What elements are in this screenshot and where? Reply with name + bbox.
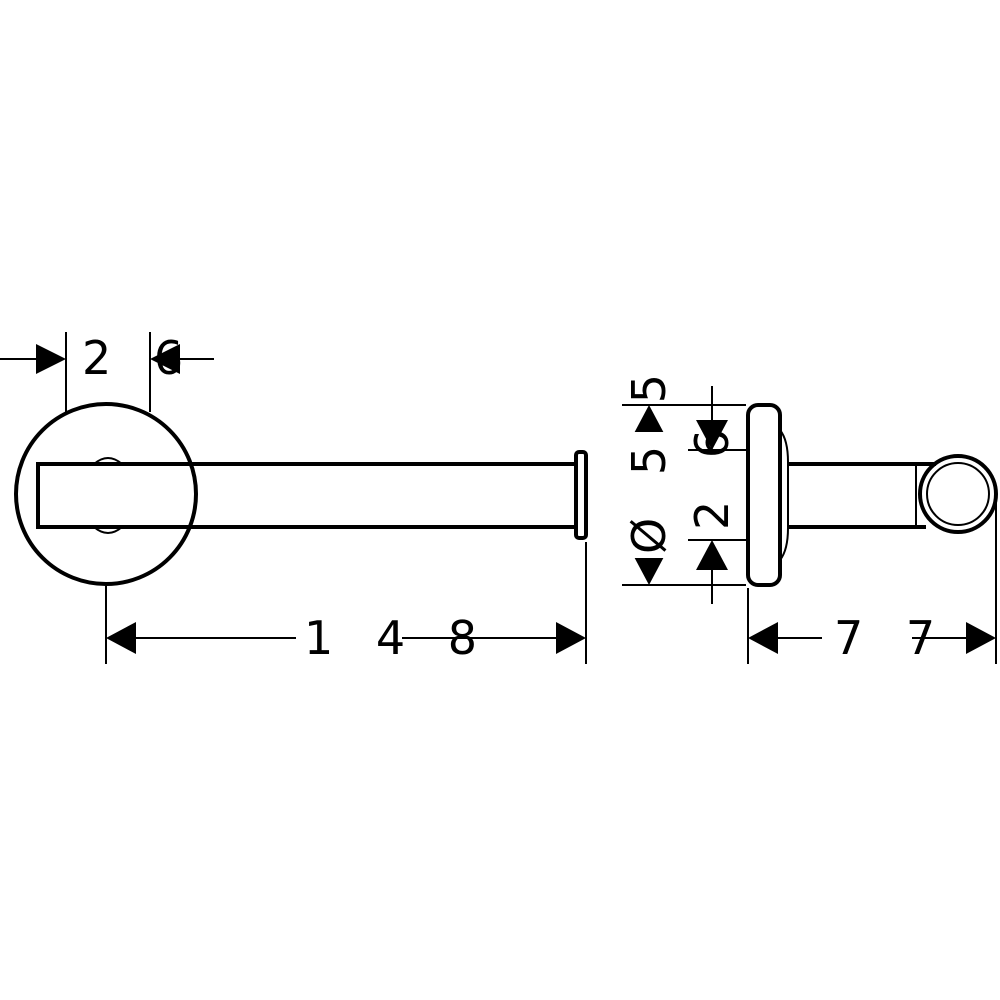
- front-end-cap: [574, 450, 588, 540]
- arrow-right: [556, 622, 586, 654]
- arrow-down: [696, 420, 728, 450]
- arrow-up: [696, 540, 728, 570]
- dimension-front-length: 1 4 8: [105, 542, 587, 665]
- flange-taper-top: [779, 429, 789, 463]
- dimension-label: 2 6: [685, 415, 739, 530]
- label-bg: [627, 432, 671, 558]
- arrow-up: [632, 405, 666, 437]
- arrow-right: [36, 344, 66, 374]
- dimension-side-diameter: Ø 5 5: [622, 360, 746, 586]
- side-end-ring-inner: [926, 462, 990, 526]
- dimension-label: 2 6: [82, 331, 197, 385]
- dimension-label: Ø 5 5: [622, 360, 676, 554]
- arrow-left: [748, 622, 778, 654]
- arrow-left: [150, 344, 180, 374]
- front-rosette: [14, 402, 198, 586]
- side-end-ring-outer: [918, 454, 998, 534]
- side-flange: [746, 403, 782, 587]
- front-rod: [36, 462, 578, 529]
- dimension-label: 7 7: [834, 611, 949, 665]
- arrow-left: [106, 622, 136, 654]
- flange-taper-bottom: [779, 527, 789, 561]
- dimension-side-depth: 7 7: [747, 498, 997, 665]
- arrow-down: [632, 553, 666, 585]
- dimension-front-flange: 2 6: [0, 331, 214, 412]
- hub-arc-top: [93, 457, 123, 465]
- arrow-right: [966, 622, 996, 654]
- dimension-label: 1 4 8: [304, 611, 491, 665]
- side-view: [746, 403, 998, 587]
- front-view: [14, 402, 588, 586]
- dimension-side-rod: 2 6: [685, 386, 746, 604]
- hub-arc-bottom: [93, 526, 123, 534]
